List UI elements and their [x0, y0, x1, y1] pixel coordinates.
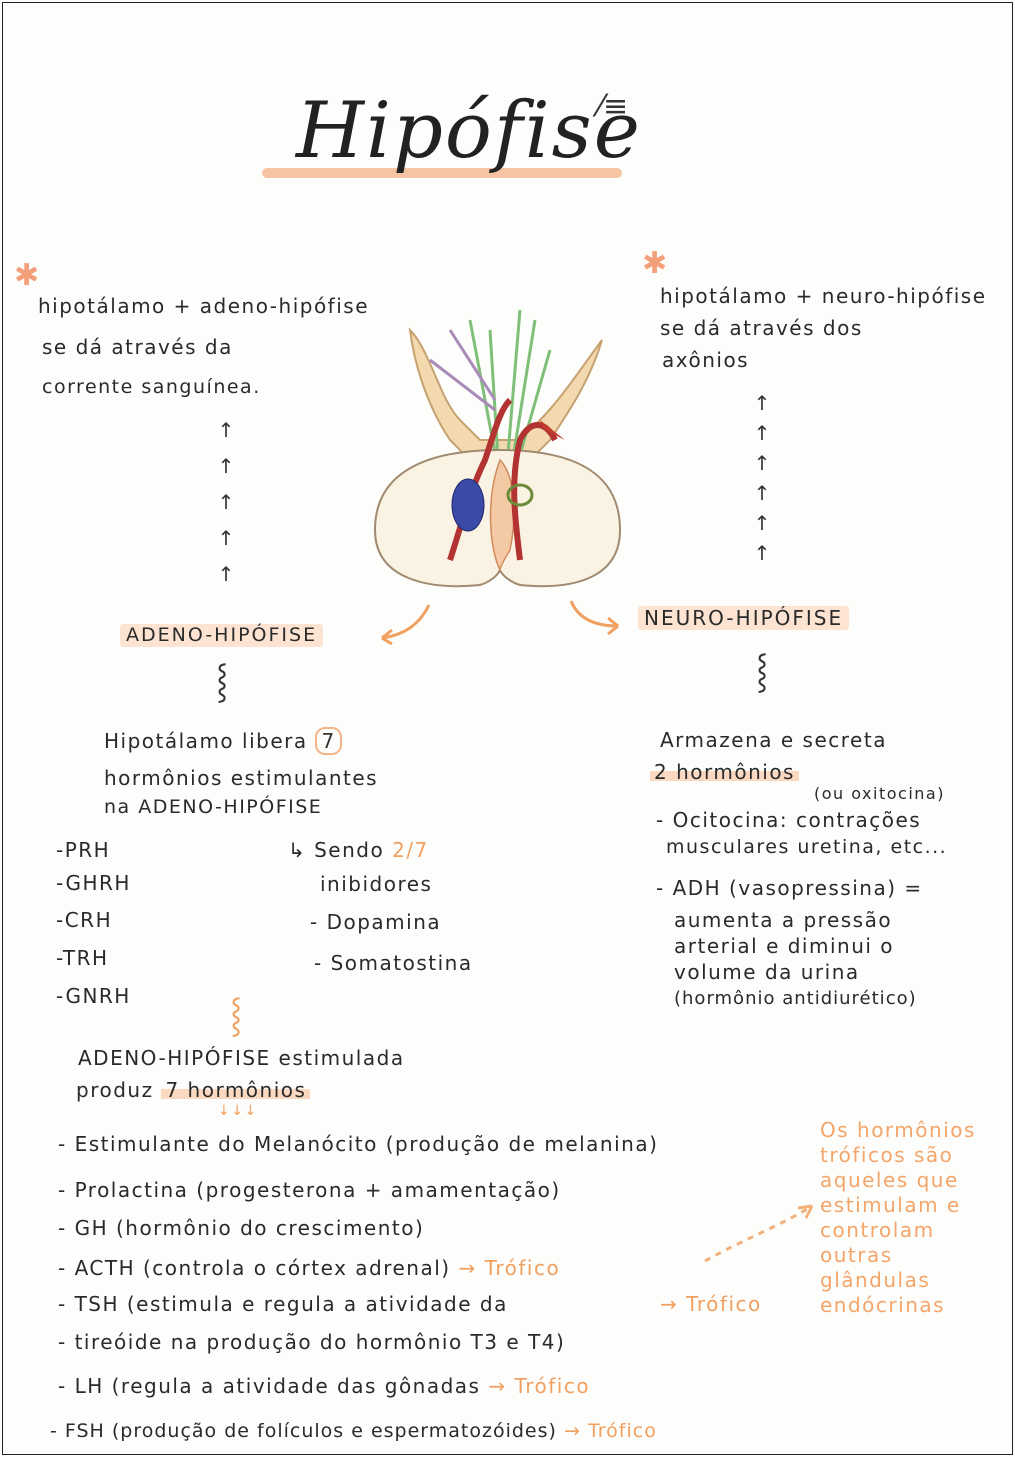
- left-intro-line-2: se dá através da: [42, 335, 233, 359]
- up-arrow-icon: ↑: [753, 421, 771, 445]
- neuro-hipofise-label: NEURO-HIPÓFISE: [638, 606, 850, 630]
- hormone-trh: -TRH: [56, 946, 109, 970]
- up-arrow-icon: ↑: [217, 418, 235, 442]
- trofico-tag: → Trófico: [488, 1374, 591, 1398]
- squiggle-arrow-icon: ⸾: [756, 651, 769, 691]
- right-intro-line-3: axônios: [662, 348, 750, 372]
- side-note-line: outras: [820, 1243, 893, 1267]
- adh-line-3: arterial e diminui o: [674, 934, 895, 958]
- adh-line-5: (hormônio antidiurético): [674, 988, 917, 1009]
- hormone-list-text: - TSH (estimula e regula a atividade da: [58, 1292, 508, 1316]
- left-up-arrows: ↑ ↑ ↑ ↑ ↑: [216, 412, 236, 592]
- hormone-list-2: - Prolactina (progesterona + amamentação…: [58, 1180, 561, 1200]
- trofico-tag: → Trófico: [563, 1420, 657, 1442]
- hormone-list-text: - ACTH (controla o córtex adrenal): [58, 1256, 451, 1280]
- up-arrow-icon: ↑: [753, 511, 771, 535]
- neuro-text-line-1: Armazena e secreta: [660, 728, 887, 752]
- side-note-line: Os hormônios: [820, 1118, 976, 1142]
- page-title: Hipófise: [296, 86, 642, 176]
- up-arrow-icon: ↑: [753, 541, 771, 565]
- pituitary-illustration: [373, 309, 622, 588]
- side-note-line: tróficos são: [820, 1143, 954, 1167]
- side-note-line: endócrinas: [820, 1293, 946, 1317]
- ocitocina-line-2: musculares uretina, etc...: [666, 836, 948, 858]
- squiggle-arrow-icon: ⸾: [216, 661, 229, 701]
- adh-line-2: aumenta a pressão: [674, 908, 893, 932]
- up-arrow-icon: ↑: [217, 490, 235, 514]
- side-note-line: controlam: [820, 1218, 935, 1242]
- curved-arrow-right-icon: [569, 600, 619, 636]
- left-intro-line-3: corrente sanguínea.: [42, 376, 261, 398]
- produce-seven-hormones: 7 hormônios: [161, 1078, 311, 1102]
- up-arrow-icon: ↑: [217, 526, 235, 550]
- adeno-text-1: Hipotálamo libera: [104, 729, 308, 753]
- hormone-list-text: - FSH (produção de folículos e espermato…: [50, 1420, 557, 1442]
- side-note-line: glândulas: [820, 1268, 931, 1292]
- produce-line-1: ADENO-HIPÓFISE estimulada: [78, 1046, 405, 1070]
- adeno-text-line-1: Hipotálamo libera 7: [104, 727, 342, 755]
- adeno-hipofise-label: ADENO-HIPÓFISE: [120, 624, 324, 647]
- produce-line-2: produz 7 hormônios: [76, 1078, 311, 1102]
- up-arrow-icon: ↑: [753, 481, 771, 505]
- hormone-ghrh: -GHRH: [56, 871, 131, 895]
- inhibitors-line-1: ↳ Sendo 2/7: [288, 840, 429, 860]
- squiggle-arrow-orange-icon: ⸾: [230, 995, 243, 1035]
- up-arrow-icon: ↑: [753, 391, 771, 415]
- small-down-arrows: ↓↓↓: [218, 1103, 258, 1119]
- right-intro-line-2: se dá através dos: [660, 316, 863, 340]
- star-icon-left: ✱: [14, 258, 40, 293]
- hormone-list-text: - tireóide na produção do hormônio T3 e …: [58, 1330, 566, 1354]
- hormone-list-5: - TSH (estimula e regula a atividade da: [58, 1294, 508, 1314]
- hormone-list-6: - tireóide na produção do hormônio T3 e …: [58, 1332, 565, 1352]
- trofico-tag: → Trófico: [458, 1256, 561, 1280]
- up-arrow-icon: ↑: [217, 454, 235, 478]
- right-up-arrows: ↑ ↑ ↑ ↑ ↑ ↑: [752, 388, 772, 568]
- right-intro-line-1: hipotálamo + neuro-hipófise: [660, 284, 987, 308]
- up-arrow-icon: ↑: [217, 562, 235, 586]
- hormone-list-8: - FSH (produção de folículos e espermato…: [50, 1422, 657, 1441]
- inhibitor-dopamina: - Dopamina: [310, 910, 442, 934]
- produce-word: produz: [76, 1078, 154, 1102]
- neuro-two-hormones: 2 hormônios: [650, 760, 799, 784]
- curved-arrow-left-icon: [381, 604, 431, 645]
- hormone-list-text: - LH (regula a atividade das gônadas: [58, 1374, 481, 1398]
- neuro-text-line-2: 2 hormônios: [650, 760, 799, 784]
- side-note-line: estimulam e: [820, 1193, 961, 1217]
- side-note-line: aqueles que: [820, 1168, 959, 1192]
- hormone-crh: -CRH: [56, 908, 113, 932]
- hormone-list-3: - GH (hormônio do crescimento): [58, 1218, 424, 1238]
- hormone-prh: -PRH: [56, 838, 111, 862]
- adh-line-4: volume da urina: [674, 960, 860, 984]
- left-intro-line-1: hipotálamo + adeno-hipófise: [38, 294, 370, 318]
- title-underline: [262, 168, 622, 178]
- inhibitor-somatostina: - Somatostina: [314, 951, 473, 975]
- inhibitors-sendo: ↳ Sendo: [288, 838, 385, 862]
- ocitocina-line-1: - Ocitocina: contrações: [656, 808, 922, 832]
- hormone-gnrh: -GNRH: [56, 984, 131, 1008]
- adeno-count: 7: [315, 727, 342, 755]
- title-accent-marks: ⁄≡: [598, 89, 629, 124]
- adh-line-1: - ADH (vasopressina) =: [656, 876, 923, 900]
- neuro-note: (ou oxitocina): [814, 784, 945, 803]
- hormone-list-1: - Estimulante do Melanócito (produção de…: [58, 1134, 658, 1154]
- dashed-arrow-icon: [704, 1204, 814, 1263]
- trofico-tag-tsh: → Trófico: [660, 1292, 762, 1316]
- hormone-list-4: - ACTH (controla o córtex adrenal) → Tró…: [58, 1258, 560, 1278]
- up-arrow-icon: ↑: [753, 451, 771, 475]
- hormone-list-text: - GH (hormônio do crescimento): [58, 1216, 425, 1240]
- inhibitors-line-2: inibidores: [320, 872, 433, 896]
- side-note: Os hormônios tróficos são aqueles que es…: [820, 1118, 976, 1318]
- hormone-list-7: - LH (regula a atividade das gônadas → T…: [58, 1376, 590, 1396]
- hormone-list-text: - Estimulante do Melanócito (produção de…: [58, 1132, 659, 1156]
- inhibitors-fraction: 2/7: [392, 838, 429, 862]
- adeno-text-line-3: na ADENO-HIPÓFISE: [104, 796, 323, 818]
- adeno-text-line-2: hormônios estimulantes: [104, 766, 379, 790]
- hormone-list-text: - Prolactina (progesterona + amamentação…: [58, 1178, 561, 1202]
- star-icon-right: ✱: [642, 246, 668, 281]
